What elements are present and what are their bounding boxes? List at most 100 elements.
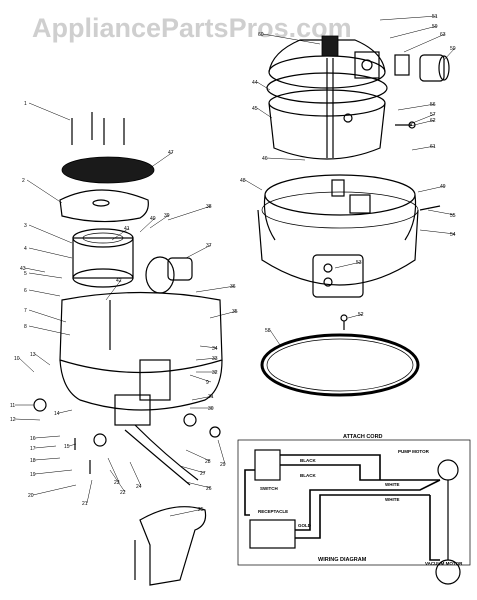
callout-label-38: 38 [206,204,212,210]
callout-label-14: 14 [54,411,60,417]
callout-label-2: 2 [22,178,25,184]
callout-38: 38 [167,204,212,221]
callout-leader-33 [195,357,218,361]
wire-label-black-2: BLACK [300,473,316,478]
callout-18: 18 [30,457,61,464]
callout-16: 16 [30,435,61,442]
callout-label-61: 61 [430,144,436,150]
callout-label-24: 24 [136,484,142,490]
callout-leader-56 [397,103,436,111]
callout-leader-44 [256,81,271,91]
callout-label-47: 47 [168,150,174,156]
receptacle-block [249,519,296,549]
callout-label-57: 57 [430,112,436,118]
callout-label-12: 12 [10,417,16,423]
callout-label-42: 42 [116,278,122,284]
callout-44: 44 [252,80,271,91]
callout-leader-4 [28,247,73,259]
callout-label-36: 36 [230,284,236,290]
callout-label-1: 1 [24,101,27,107]
callout-26: 26 [185,481,212,492]
callout-leader-60 [262,33,321,45]
callout-label-37: 37 [206,243,212,249]
callout-5: 5 [24,271,63,279]
callout-label-25: 25 [198,507,204,513]
callout-leader-19 [34,469,73,475]
callout-label-8: 8 [24,324,27,330]
vacuum-motor-label: VACUUM MOTOR [425,561,463,566]
callout-label-13: 13 [30,352,36,358]
callout-label-5: 5 [24,271,27,277]
callout-label-10: 10 [14,356,20,362]
part-callouts: 1234567891011121314151617181920212223242… [10,14,456,517]
callout-leader-24 [129,461,142,487]
callout-leader-10 [18,357,35,373]
callout-14: 14 [54,409,73,417]
callout-label-32: 32 [212,370,218,376]
callout-leader-38 [167,205,212,221]
callout-label-50: 50 [450,46,456,52]
callout-leader-5 [28,272,63,279]
callout-47: 47 [149,150,174,169]
callout-label-39: 39 [164,213,170,219]
pump-motor-label: PUMP MOTOR [398,449,430,454]
callout-leader-42 [105,279,122,301]
callout-37: 37 [185,243,212,259]
callout-leader-12 [14,418,41,421]
callout-label-56: 56 [430,102,436,108]
callout-leader-14 [58,409,73,414]
callout-label-35: 35 [232,309,238,315]
callout-42: 42 [105,278,122,301]
callout-label-22: 22 [120,490,126,496]
callout-58: 58 [265,328,281,346]
callout-7: 7 [24,308,67,323]
callout-leader-53 [334,261,362,269]
callout-leader-35 [209,310,238,319]
callout-35: 35 [209,309,238,319]
callout-49: 49 [417,184,446,193]
callout-label-59: 59 [432,24,438,30]
callout-51: 51 [379,14,438,21]
callout-leader-9 [189,374,212,383]
base-motor-assembly [33,112,223,586]
callout-13: 13 [30,352,51,366]
callout-label-48: 48 [240,178,246,184]
callout-label-33: 33 [212,356,218,362]
callout-leader-34 [199,345,218,349]
callout-leader-28 [185,449,211,462]
callout-leader-36 [195,285,236,293]
callout-leader-15 [68,443,77,447]
callout-leader-43 [24,267,46,273]
callout-34: 34 [199,345,218,352]
callout-25: 25 [169,507,204,517]
callout-17: 17 [30,445,57,452]
callout-leader-40 [139,217,156,233]
switch-block [254,449,281,481]
callout-leader-16 [34,435,61,439]
tank-gasket [260,333,420,397]
callout-label-51: 51 [432,14,438,20]
switch-label: SWITCH [260,486,278,491]
callout-label-23: 23 [114,480,120,486]
callout-label-19: 19 [30,472,36,478]
callout-22: 22 [109,469,126,496]
callout-2: 2 [22,178,63,204]
callout-15: 15 [64,443,77,450]
callout-label-4: 4 [24,246,27,252]
pump-motor-symbol [437,459,459,481]
callout-45: 45 [252,106,273,119]
callout-label-15: 15 [64,444,70,450]
callout-leader-48 [244,179,263,191]
wiring-diagram-title: WIRING DIAGRAM [318,557,367,563]
callout-10: 10 [14,356,35,373]
callout-label-52: 52 [358,312,364,318]
callout-8: 8 [24,324,71,336]
callout-leader-49 [417,185,446,193]
callout-leader-6 [28,289,61,297]
callout-4: 4 [24,246,73,259]
wire-label-black-1: BLACK [300,458,316,463]
callout-leader-13 [34,353,51,366]
callout-32: 32 [196,370,218,376]
callout-55: 55 [427,209,456,219]
